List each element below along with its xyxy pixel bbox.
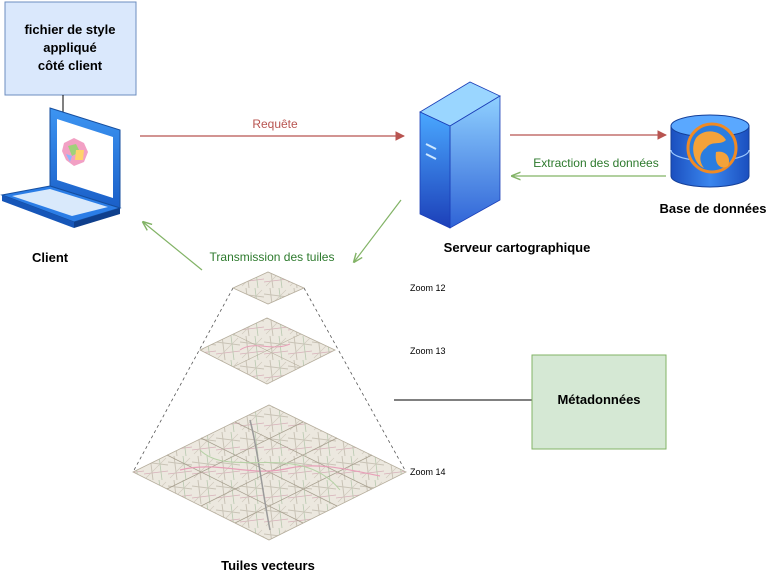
style-box-line2: appliqué: [43, 40, 96, 55]
zoom14-label: Zoom 14: [410, 467, 446, 477]
style-file-box: fichier de style appliqué côté client: [4, 1, 137, 96]
server-icon: [419, 81, 501, 229]
server-label: Serveur cartographique: [444, 240, 591, 255]
pyramid-guides: [132, 287, 407, 473]
database-label: Base de données: [660, 201, 767, 216]
france-map-icon: [62, 138, 88, 166]
tile-zoom13: [199, 317, 336, 385]
tile-zoom12: [232, 271, 305, 305]
metadata-label: Métadonnées: [557, 392, 640, 407]
tile-zoom14: [132, 404, 407, 541]
zoom12-label: Zoom 12: [410, 283, 446, 293]
style-box-line1: fichier de style: [24, 22, 115, 37]
client-label: Client: [32, 250, 69, 265]
metadata-box: Métadonnées: [531, 354, 667, 450]
tiles-to-client-arrow: [143, 222, 203, 271]
request-arrow-label: Requête: [252, 117, 298, 131]
style-box-line3: côté client: [38, 58, 103, 73]
extraction-arrow-label: Extraction des données: [533, 156, 658, 170]
laptop-icon: [0, 107, 122, 228]
database-icon: [670, 114, 750, 188]
vector-tiles-label: Tuiles vecteurs: [221, 558, 315, 573]
zoom13-label: Zoom 13: [410, 346, 446, 356]
transmission-arrow-label: Transmission des tuiles: [210, 250, 335, 264]
server-to-tiles-arrow: [354, 199, 402, 262]
